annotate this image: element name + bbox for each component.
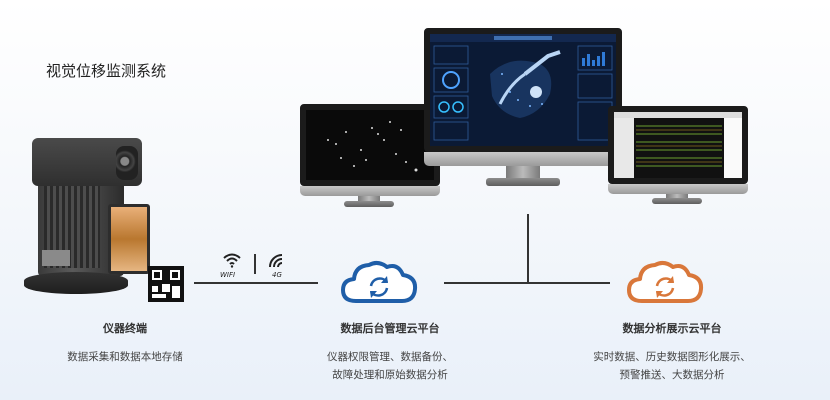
- link-backend-to-analytics: [444, 282, 610, 284]
- monitor-left: [300, 104, 440, 210]
- analytics-platform-desc-line: 实时数据、历史数据图形化展示、: [593, 351, 751, 363]
- analytics-cloud-icon: [627, 260, 704, 303]
- cellular-signal-icon: [269, 254, 283, 268]
- wifi-label: WIFI: [220, 271, 236, 279]
- wifi-icon: [223, 253, 241, 268]
- monitor-center: [424, 28, 622, 194]
- analytics-platform-label: 数据分析展示云平台: [622, 322, 722, 335]
- instrument-device-image: [18, 138, 150, 298]
- instrument-terminal-desc: 数据采集和数据本地存储: [30, 348, 220, 366]
- device-chip-icon: [148, 266, 184, 302]
- analytics-platform-desc: 实时数据、历史数据图形化展示、 预警推送、大数据分析: [566, 348, 778, 384]
- link-device-to-backend: [194, 282, 318, 284]
- system-title: 视觉位移监测系统: [46, 62, 167, 80]
- link-to-monitors: [527, 214, 529, 282]
- backend-platform-desc: 仪器权限管理、数据备份、 故障处理和原始数据分析: [290, 348, 490, 384]
- connectivity-separator: [254, 254, 256, 274]
- instrument-terminal-desc-line: 数据采集和数据本地存储: [67, 351, 183, 363]
- monitor-right: [608, 106, 748, 206]
- analytics-platform-desc-line: 预警推送、大数据分析: [619, 369, 725, 381]
- backend-platform-desc-line: 仪器权限管理、数据备份、: [327, 351, 453, 363]
- backend-platform-desc-line: 故障处理和原始数据分析: [332, 369, 448, 381]
- backend-cloud-icon: [341, 260, 418, 303]
- instrument-terminal-label: 仪器终端: [103, 322, 147, 335]
- backend-platform-label: 数据后台管理云平台: [340, 322, 440, 335]
- cellular-label: 4G: [272, 271, 282, 279]
